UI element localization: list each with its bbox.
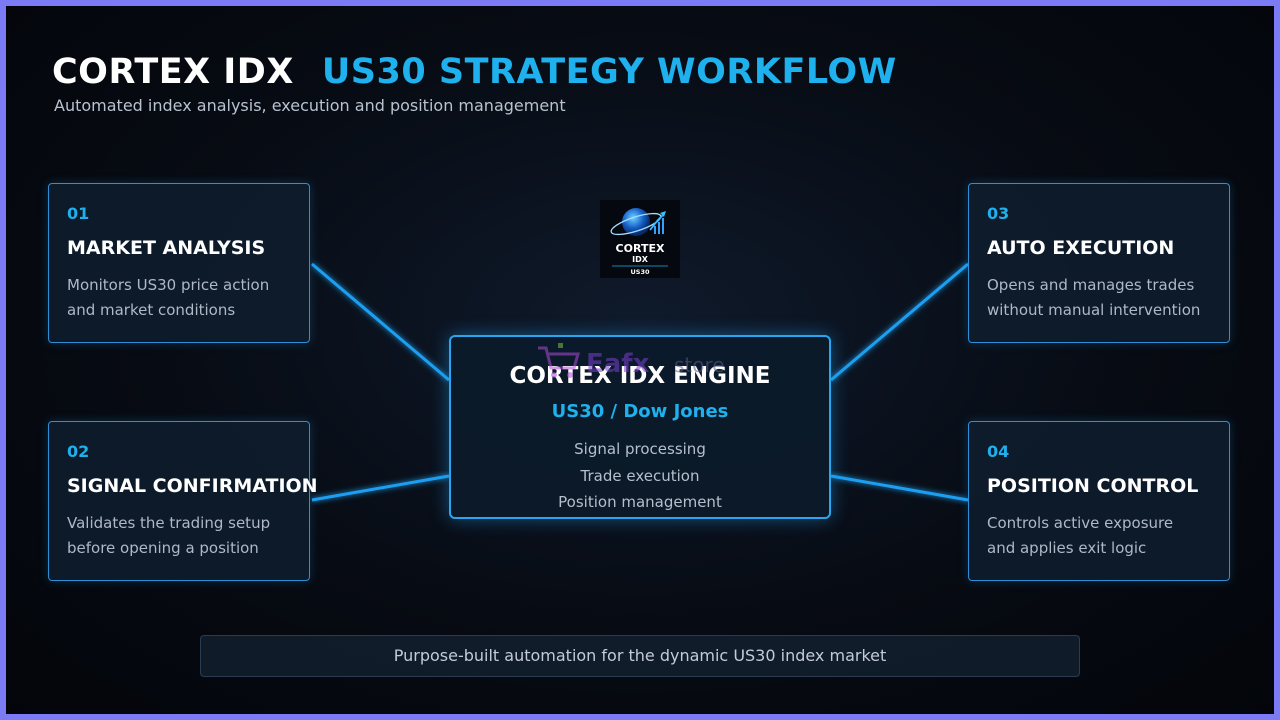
step-card-market-analysis: 01 MARKET ANALYSIS Monitors US30 price a…: [48, 183, 310, 343]
step-description-line: before opening a position: [67, 539, 259, 557]
connector-lines: [311, 262, 969, 502]
connector-market-analysis: [311, 262, 450, 382]
title-workflow: US30 STRATEGY WORKFLOW: [321, 52, 897, 92]
engine-subtitle: US30 / Dow Jones: [551, 401, 729, 422]
step-title: SIGNAL CONFIRMATION: [67, 475, 318, 497]
step-card-signal-confirmation: 02 SIGNAL CONFIRMATION Validates the tra…: [48, 421, 318, 581]
slide-canvas: CORTEX IDX US30 STRATEGY WORKFLOW Automat…: [6, 6, 1274, 714]
watermark: Eafx store: [534, 340, 754, 384]
connector-signal-confirmation: [311, 474, 450, 502]
step-description-line: Validates the trading setup: [67, 514, 271, 532]
step-number: 03: [987, 204, 1010, 223]
globe-icon: CORTEX IDX US30: [610, 208, 668, 276]
logo-text-cortex: CORTEX: [616, 242, 665, 255]
cart-icon: Eafx store: [538, 343, 725, 379]
step-description-line: without manual intervention: [987, 301, 1201, 319]
step-description: Monitors US30 price action and market co…: [67, 273, 291, 323]
step-description-line: Monitors US30 price action: [67, 276, 270, 294]
page-title: CORTEX IDX US30 STRATEGY WORKFLOW: [52, 52, 897, 92]
step-number: 04: [987, 442, 1010, 461]
step-card-position-control: 04 POSITION CONTROL Controls active expo…: [968, 421, 1230, 581]
step-number: 01: [67, 204, 90, 223]
step-description-line: Controls active exposure: [987, 514, 1174, 532]
step-number: 02: [67, 442, 90, 461]
step-title: POSITION CONTROL: [987, 475, 1199, 497]
engine-function-item: Position management: [558, 493, 722, 511]
engine-function-item: Trade execution: [580, 466, 700, 485]
page-subtitle: Automated index analysis, execution and …: [54, 96, 566, 115]
step-card-auto-execution: 03 AUTO EXECUTION Opens and manages trad…: [968, 183, 1230, 343]
step-description-line: and applies exit logic: [987, 539, 1147, 557]
connector-auto-execution: [830, 262, 969, 382]
connector-position-control: [830, 474, 969, 502]
footer-banner: Purpose-built automation for the dynamic…: [200, 635, 1080, 677]
watermark-text: Eafx: [586, 349, 650, 379]
cortex-logo: CORTEX IDX US30: [600, 200, 680, 278]
step-description: Validates the trading setup before openi…: [67, 511, 291, 561]
watermark-suffix: store: [674, 353, 725, 377]
step-description-line: Opens and manages trades: [987, 276, 1195, 294]
step-title: AUTO EXECUTION: [987, 237, 1175, 259]
step-description: Opens and manages trades without manual …: [987, 273, 1211, 323]
step-title: MARKET ANALYSIS: [67, 237, 266, 259]
title-brand: CORTEX IDX: [52, 52, 294, 92]
logo-text-idx: IDX: [632, 255, 649, 264]
engine-function-list: Signal processing Trade execution Positi…: [451, 436, 829, 516]
step-description: Controls active exposure and applies exi…: [987, 511, 1211, 561]
step-description-line: and market conditions: [67, 301, 236, 319]
engine-function-item: Signal processing: [574, 440, 706, 458]
logo-text-us30: US30: [630, 268, 649, 276]
